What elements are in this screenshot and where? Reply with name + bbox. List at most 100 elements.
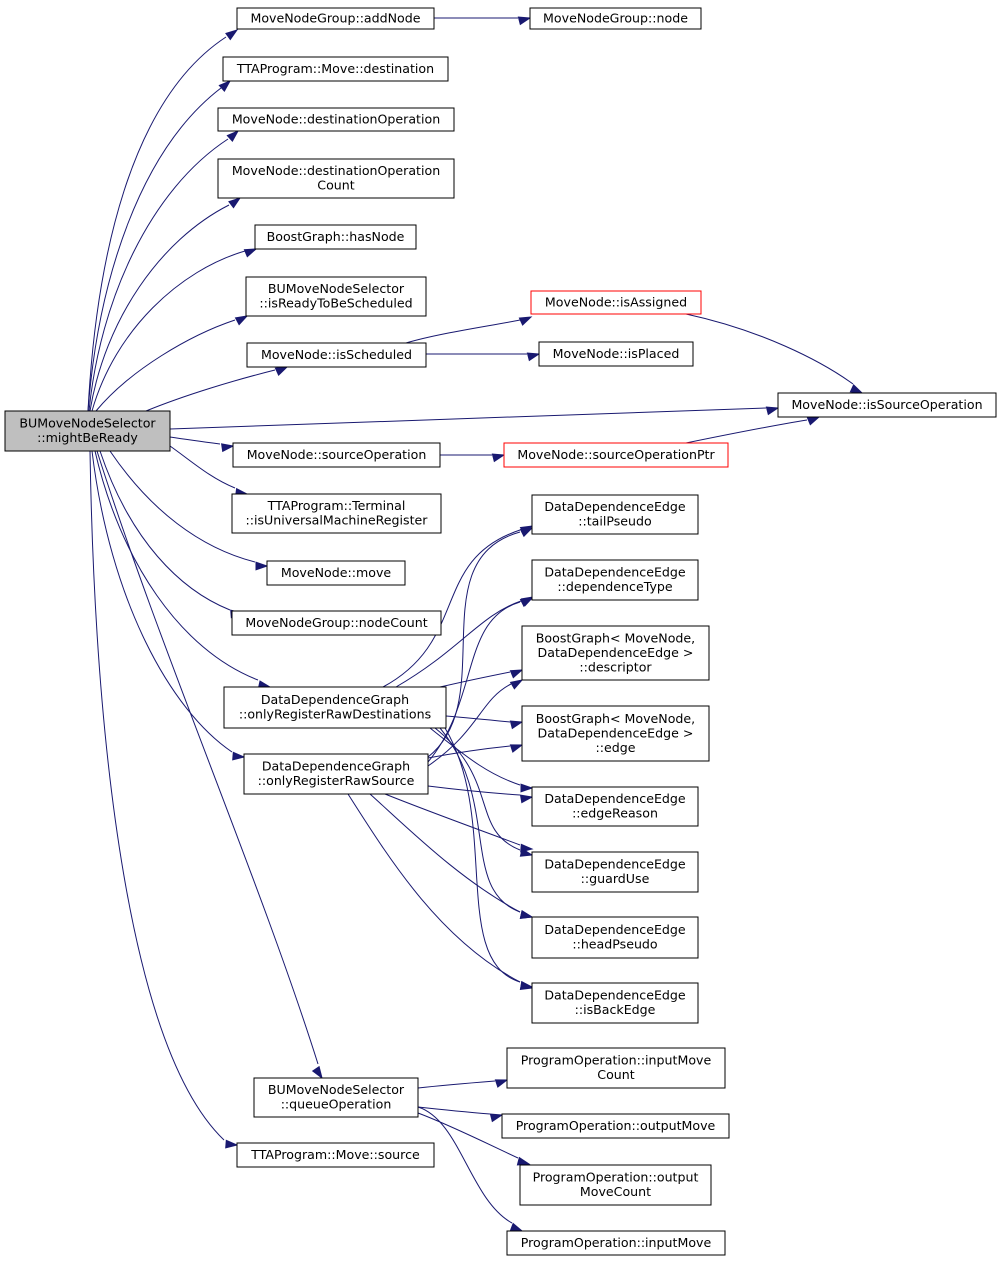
node-onlyRegisterRawSource[interactable]: DataDependenceGraph::onlyRegisterRawSour… [243, 753, 429, 795]
node-isUniversalMachineRegister[interactable]: TTAProgram::Terminal::isUniversalMachine… [231, 493, 442, 534]
node-label: BUMoveNodeSelector [19, 416, 156, 431]
node-label: ::mightBeReady [37, 430, 138, 445]
arrowhead [806, 416, 821, 426]
call-edge-root-moveDestination [87, 79, 232, 412]
call-edge-root-isReadyToBeScheduled [95, 315, 249, 412]
node-label: ::guardUse [581, 871, 650, 886]
node-label: ::isUniversalMachineRegister [246, 513, 429, 528]
node-guardUse[interactable]: DataDependenceEdge::guardUse [531, 851, 699, 893]
node-inputMove[interactable]: ProgramOperation::inputMove [506, 1230, 726, 1256]
call-edge-onlyRegisterRawSource-edgeReason [427, 785, 534, 804]
call-edge-root-move [109, 450, 269, 571]
call-edge-onlyRegisterRawSource-headPseudo [369, 793, 534, 919]
arrowhead [226, 129, 240, 143]
arrowhead [519, 981, 534, 990]
call-edge-sourceOperationPtr-isSourceOperation [685, 416, 821, 444]
call-edge-root-hasNode [91, 248, 258, 412]
node-isScheduled[interactable]: MoveNode::isScheduled [246, 342, 427, 368]
node-node[interactable]: MoveNodeGroup::node [529, 7, 702, 30]
call-edge-onlyRegisterRawSource-edge [427, 744, 524, 759]
call-edge-queueOperation-outputMove [417, 1106, 504, 1123]
node-label: MoveNode::destinationOperation [232, 111, 440, 126]
node-isBackEdge[interactable]: DataDependenceEdge::isBackEdge [531, 982, 699, 1024]
arrowhead [494, 1079, 509, 1088]
call-edge-onlyRegisterRawDestinations-headPseudo [439, 727, 534, 919]
call-edge-root-queueOperation [96, 450, 323, 1080]
node-label: ProgramOperation::output [533, 1170, 699, 1185]
node-queueOperation[interactable]: BUMoveNodeSelector::queueOperation [253, 1077, 419, 1118]
node-outputMove[interactable]: ProgramOperation::outputMove [501, 1113, 730, 1139]
arrowhead [274, 366, 289, 376]
node-moveDestination[interactable]: TTAProgram::Move::destination [222, 56, 449, 82]
call-edge-root-addNode [87, 29, 239, 412]
node-label: DataDependenceEdge [544, 922, 686, 937]
node-label: DataDependenceGraph [262, 759, 410, 774]
node-label: MoveNodeGroup::nodeCount [245, 615, 427, 630]
node-sourceOperationPtr[interactable]: MoveNode::sourceOperationPtr [503, 442, 729, 468]
node-label: MoveNode::sourceOperationPtr [517, 447, 715, 462]
node-onlyRegisterRawDestinations[interactable]: DataDependenceGraph::onlyRegisterRawDest… [223, 686, 447, 729]
call-edge-root-isScheduled [145, 366, 289, 412]
call-edge-root-sourceOperation [169, 436, 235, 453]
arrowhead [225, 29, 239, 41]
node-descriptor[interactable]: BoostGraph< MoveNode,DataDependenceEdge … [521, 625, 710, 681]
node-nodeCount[interactable]: MoveNodeGroup::nodeCount [231, 610, 442, 636]
node-label: BoostGraph< MoveNode, [536, 630, 695, 645]
node-label: DataDependenceGraph [261, 692, 409, 707]
call-edge-root-destinationOperation [88, 129, 240, 412]
arrowhead [232, 751, 246, 761]
node-label: BUMoveNodeSelector [268, 1082, 405, 1097]
node-isSourceOperation[interactable]: MoveNode::isSourceOperation [777, 392, 997, 418]
node-label: DataDependenceEdge > [538, 645, 694, 660]
node-isPlaced[interactable]: MoveNode::isPlaced [538, 341, 694, 367]
node-edge[interactable]: BoostGraph< MoveNode,DataDependenceEdge … [521, 705, 710, 762]
node-moveSource[interactable]: TTAProgram::Move::source [236, 1142, 435, 1168]
arrowhead [519, 794, 534, 804]
call-edge-onlyRegisterRawSource-isBackEdge [347, 793, 534, 990]
arrowhead [255, 561, 269, 571]
node-label: ::headPseudo [572, 937, 658, 952]
node-move[interactable]: MoveNode::move [266, 560, 406, 586]
call-edge-root-onlyRegisterRawDestinations [94, 450, 272, 689]
node-label: ProgramOperation::inputMove [521, 1053, 712, 1068]
node-hasNode[interactable]: BoostGraph::hasNode [254, 224, 417, 250]
node-tailPseudo[interactable]: DataDependenceEdge::tailPseudo [531, 494, 699, 535]
call-edge-onlyRegisterRawDestinations-edge [445, 715, 524, 730]
node-label: ::edgeReason [572, 806, 658, 821]
call-edge-onlyRegisterRawSource-dependenceType [427, 597, 534, 763]
arrowhead [520, 843, 534, 853]
call-edge-root-nodeCount [99, 450, 244, 619]
node-label: ::isBackEdge [575, 1002, 656, 1017]
node-isAssigned[interactable]: MoveNode::isAssigned [530, 290, 702, 315]
node-label: ::tailPseudo [578, 514, 652, 529]
node-dependenceType[interactable]: DataDependenceEdge::dependenceType [531, 559, 699, 601]
node-edgeReason[interactable]: DataDependenceEdge::edgeReason [531, 786, 699, 827]
node-label: Count [597, 1067, 634, 1082]
node-destinationOperation[interactable]: MoveNode::destinationOperation [217, 107, 455, 132]
call-edge-onlyRegisterRawDestinations-descriptor [439, 669, 524, 688]
node-root: BUMoveNodeSelector::mightBeReady [4, 410, 171, 452]
call-edge-root-destinationOperationCount [89, 197, 242, 412]
node-isReadyToBeScheduled[interactable]: BUMoveNodeSelector::isReadyToBeScheduled [245, 276, 427, 317]
call-edge-isAssigned-isSourceOperation [685, 313, 864, 394]
arrowhead [849, 384, 864, 394]
node-label: MoveCount [580, 1184, 651, 1199]
node-label: DataDependenceEdge [544, 499, 686, 514]
node-label: DataDependenceEdge > [538, 725, 694, 740]
arrowhead [517, 16, 532, 26]
arrowhead [509, 669, 524, 679]
node-headPseudo[interactable]: DataDependenceEdge::headPseudo [531, 916, 699, 959]
arrowhead [519, 910, 534, 919]
node-label: ProgramOperation::outputMove [516, 1118, 716, 1133]
node-label: DataDependenceEdge [544, 857, 686, 872]
node-label: ProgramOperation::inputMove [521, 1235, 712, 1250]
arrowhead [520, 783, 534, 793]
node-label: MoveNode::isAssigned [545, 294, 687, 309]
node-sourceOperation[interactable]: MoveNode::sourceOperation [232, 442, 441, 468]
call-edge-root-moveSource [89, 450, 239, 1149]
node-addNode[interactable]: MoveNodeGroup::addNode [236, 7, 435, 30]
